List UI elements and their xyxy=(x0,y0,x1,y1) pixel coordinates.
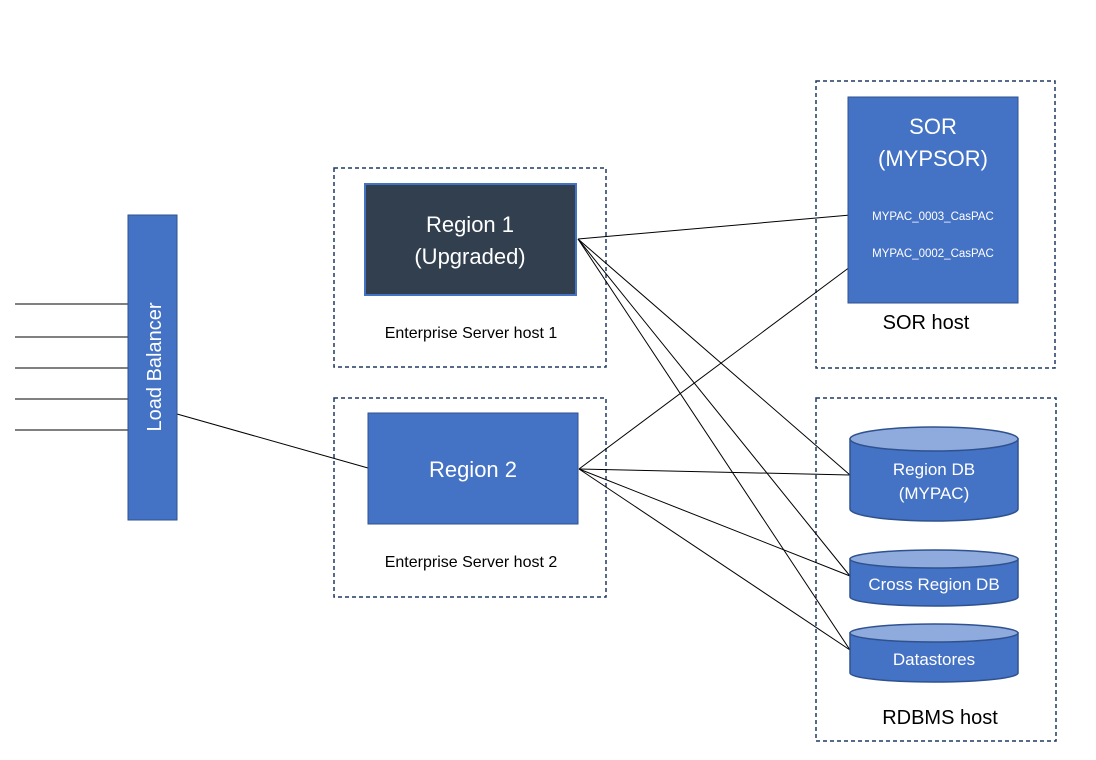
enterprise-server-host-2-container xyxy=(333,397,607,598)
cross-region-db-label: Cross Region DB xyxy=(868,575,999,594)
region-db-top xyxy=(849,426,1019,452)
connectors xyxy=(176,213,863,651)
region-2-title: Region 2 xyxy=(429,457,517,482)
region-db-body xyxy=(849,438,1019,522)
region-db-cylinder: Region DB (MYPAC) xyxy=(849,426,1019,522)
load-balancer-label: Load Balancer xyxy=(144,302,166,431)
connector-region2-pac2 xyxy=(578,257,863,470)
connector-lb-region2 xyxy=(176,413,369,469)
region-db-title: Region DB xyxy=(893,460,975,479)
connector-region1-crossregiondb xyxy=(577,238,851,577)
connector-region2-datastores xyxy=(578,468,851,651)
sor: SOR (MYPSOR) MYPAC_0003_CasPAC MYPAC_000… xyxy=(847,96,1019,304)
region-2: Region 2 xyxy=(367,412,579,525)
region-1-box xyxy=(364,183,577,296)
enterprise-server-host-1-container xyxy=(333,167,607,368)
load-balancer-box xyxy=(127,214,178,521)
cross-region-db-cylinder: Cross Region DB xyxy=(849,549,1019,607)
datastores-label: Datastores xyxy=(893,650,975,669)
connector-region1-regiondb xyxy=(577,238,851,476)
sor-host-label: SOR host xyxy=(883,312,970,334)
sor-host-container xyxy=(815,80,1056,369)
rdbms-host-container xyxy=(815,397,1057,742)
incoming-lines xyxy=(15,303,128,431)
region-1: Region 1 (Upgraded) xyxy=(364,183,577,296)
rdbms-host-label: RDBMS host xyxy=(882,707,998,729)
region-1-title: Region 1 xyxy=(426,212,514,237)
connector-region2-crossregiondb xyxy=(578,468,851,577)
sor-title: SOR xyxy=(909,114,957,139)
cross-region-db-body xyxy=(849,558,1019,607)
region-db-subtitle: (MYPAC) xyxy=(899,484,970,503)
load-balancer: Load Balancer xyxy=(127,214,178,521)
cross-region-db-top xyxy=(849,549,1019,569)
datastores-cylinder: Datastores xyxy=(849,623,1019,683)
sor-box xyxy=(847,96,1019,304)
sor-pac-item: MYPAC_0002_CasPAC xyxy=(872,248,994,260)
sor-pac-item: MYPAC_0003_CasPAC xyxy=(872,211,994,223)
datastores-top xyxy=(849,623,1019,643)
connector-region1-pac3 xyxy=(577,213,863,240)
sor-subtitle: (MYPSOR) xyxy=(878,146,988,171)
connector-region1-datastores xyxy=(577,238,851,651)
region-1-subtitle: (Upgraded) xyxy=(414,244,525,269)
connector-region2-regiondb xyxy=(578,468,851,476)
host-2-label: Enterprise Server host 2 xyxy=(385,554,558,571)
region-2-box xyxy=(367,412,579,525)
datastores-body xyxy=(849,632,1019,683)
host-1-label: Enterprise Server host 1 xyxy=(385,325,558,342)
